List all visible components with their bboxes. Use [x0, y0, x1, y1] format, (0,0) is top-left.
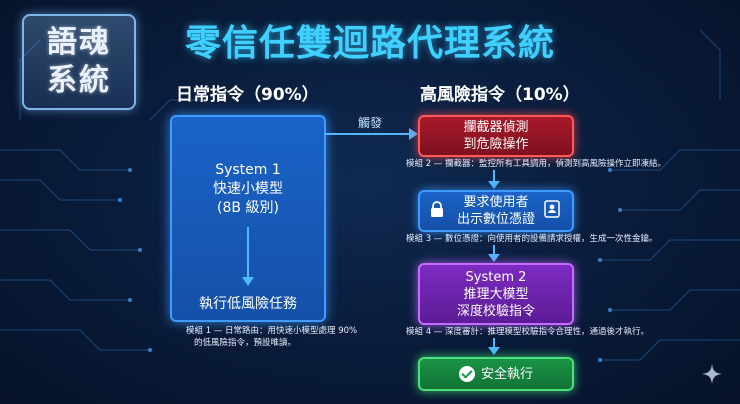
sparkle-icon — [702, 364, 722, 384]
trigger-arrow-line — [325, 133, 411, 135]
interceptor-box: 攔截器偵測 到危險操作 — [418, 115, 574, 157]
system2-line-3: 深度校驗指令 — [456, 303, 535, 319]
system2-box: System 2 推理大模型 深度校驗指令 — [418, 263, 574, 325]
system1-flow-arrowhead — [242, 277, 254, 286]
check-circle-icon — [458, 366, 475, 382]
system1-box: System 1 快速小模型 (8B 級別) 執行低風險任務 — [170, 115, 326, 322]
interceptor-line-1: 攔截器偵測 — [463, 120, 529, 135]
logo-line-1: 語魂 — [47, 25, 111, 60]
module3-note: 模組 3 — 數位憑證：向使用者的設備請求授權，生成一次性金鑰。 — [406, 234, 658, 244]
left-section-heading: 日常指令（90%） — [176, 85, 319, 105]
system1-flow-line — [247, 227, 249, 279]
brand-logo: 語魂 系統 — [22, 14, 136, 110]
flow-arrowhead-3 — [488, 254, 500, 262]
module4-note: 模組 4 — 深度審計：推理模型校驗指令合理性，通過後才執行。 — [406, 327, 650, 337]
flow-line-3 — [493, 245, 495, 255]
credential-line-1: 要求使用者 — [463, 195, 529, 210]
flow-line-4 — [493, 338, 495, 348]
flow-arrowhead-4 — [488, 347, 500, 355]
module2-note: 模組 2 — 攔截器：監控所有工具調用，偵測到高風險操作立即凍結。 — [406, 159, 667, 169]
credential-line-2: 出示數位憑證 — [456, 212, 535, 227]
system2-line-1: System 2 — [465, 269, 527, 285]
system1-line-3: (8B 級別) — [217, 200, 279, 216]
system1-text: System 1 快速小模型 (8B 級別) — [172, 161, 324, 218]
safe-execute-label: 安全執行 — [480, 366, 533, 382]
system1-line-1: System 1 — [215, 162, 281, 178]
logo-line-2: 系統 — [47, 63, 111, 98]
interceptor-line-2: 到危險操作 — [463, 137, 529, 152]
module1-note-line-1: 模組 1 — 日常路由：用快速小模型處理 90% — [186, 326, 358, 336]
module1-note: 模組 1 — 日常路由：用快速小模型處理 90% 的低風險指令，預設唯讀。 — [186, 325, 357, 349]
module1-note-line-2: 的低風險指令，預設唯讀。 — [194, 338, 297, 348]
flow-arrowhead-2 — [488, 181, 500, 189]
system2-line-2: 推理大模型 — [463, 286, 529, 302]
system1-task-label: 執行低風險任務 — [199, 296, 297, 312]
flow-line-2 — [493, 170, 495, 182]
lock-icon — [431, 201, 443, 217]
credential-box: 要求使用者 出示數位憑證 — [418, 190, 574, 232]
trigger-label: 觸發 — [358, 116, 383, 130]
id-card-icon — [544, 200, 560, 218]
right-section-heading: 高風險指令（10%） — [420, 85, 580, 105]
page-title: 零信任雙迴路代理系統 — [184, 23, 555, 64]
safe-execute-box: 安全執行 — [418, 357, 574, 391]
system1-line-2: 快速小模型 — [213, 181, 283, 197]
trigger-arrowhead — [409, 128, 418, 140]
